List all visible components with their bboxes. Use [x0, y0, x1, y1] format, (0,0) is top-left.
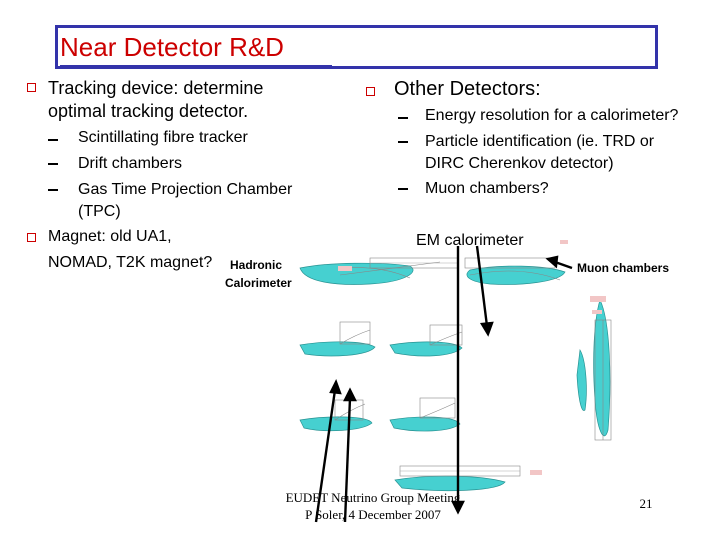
bullet-tracking-line1: Tracking device: determine [48, 78, 264, 98]
footer-meeting: EUDET Neutrino Group Meeting [285, 490, 461, 505]
bullet-square-icon [366, 87, 375, 96]
detector-modules [299, 262, 611, 492]
label-calorimeter: Calorimeter [225, 276, 292, 290]
label-hadronic: Hadronic [230, 258, 283, 272]
label-patches [338, 240, 606, 475]
subitem-particle: Particle identification (ie. TRD or [425, 133, 655, 150]
title-underline [60, 65, 332, 68]
footer-author-date: P Soler, 4 December 2007 [305, 507, 441, 522]
dash-icon [48, 189, 58, 191]
bullet-other-detectors: Other Detectors: [394, 78, 541, 100]
subitem-drift: Drift chambers [78, 155, 183, 172]
page-number: 21 [639, 496, 653, 511]
dash-icon [398, 188, 408, 190]
pointer-arrows [314, 245, 573, 523]
label-em-calorimeter: EM calorimeter [416, 232, 524, 249]
bullet-magnet-line1: Magnet: old UA1, [48, 228, 172, 245]
subitem-muon: Muon chambers? [425, 180, 549, 197]
dash-icon [398, 141, 408, 143]
subitem-scintillating: Scintillating fibre tracker [78, 129, 248, 146]
bullet-square-icon [27, 233, 36, 242]
subitem-energy: Energy resolution for a calorimeter? [425, 107, 679, 124]
bullet-magnet-line2: NOMAD, T2K magnet? [48, 254, 213, 271]
label-muon-chambers: Muon chambers [577, 261, 670, 275]
subitem-tpc-cont: (TPC) [78, 203, 121, 220]
bullet-square-icon [27, 83, 36, 92]
dash-icon [48, 163, 58, 165]
slide-title: Near Detector R&D [60, 32, 284, 62]
bullet-tracking-line2: optimal tracking detector. [48, 101, 249, 121]
dash-icon [48, 139, 58, 141]
title-frame [55, 25, 658, 69]
subitem-tpc: Gas Time Projection Chamber [78, 181, 293, 198]
sketch-lines [334, 257, 612, 477]
subitem-particle-cont: DIRC Cherenkov detector) [425, 155, 614, 172]
dash-icon [398, 117, 408, 119]
